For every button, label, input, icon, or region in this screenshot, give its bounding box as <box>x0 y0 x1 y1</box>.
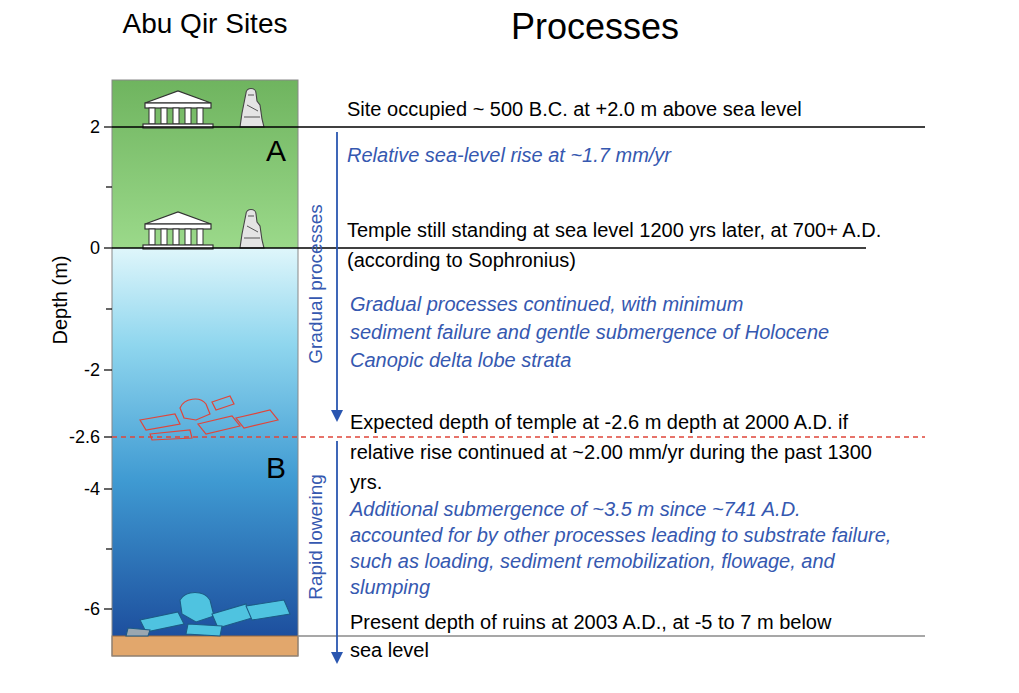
level-line <box>112 126 925 127</box>
zone-letter: A <box>266 134 286 168</box>
seabed <box>112 636 298 656</box>
tick-label: 0 <box>50 237 100 259</box>
process-note: Additional submergence of ~3.5 m since ~… <box>350 496 898 600</box>
title: Processes <box>400 6 790 48</box>
temple-icon <box>143 91 213 128</box>
tick-label: -6 <box>50 598 100 620</box>
expected-depth-line <box>112 436 925 437</box>
sunken-ruins <box>126 593 290 637</box>
present-depth-line <box>298 635 925 637</box>
column-title: Abu Qir Sites <box>120 10 290 38</box>
statue-icon <box>240 89 264 128</box>
arrow-label: Rapid lowering <box>305 474 327 600</box>
tick-label: -4 <box>50 478 100 500</box>
temple-icon <box>143 212 213 249</box>
expected-ruins <box>140 396 278 440</box>
statue-icon <box>240 210 264 249</box>
process-note: Expected depth of temple at -2.6 m depth… <box>350 407 890 497</box>
zone-letter: B <box>266 451 286 485</box>
process-note: Temple still standing at sea level 1200 … <box>347 215 882 275</box>
tick-label: 2 <box>50 116 100 138</box>
process-note: Gradual processes continued, with minimu… <box>350 290 830 374</box>
water-region <box>112 248 298 636</box>
depth-ticks <box>104 127 112 609</box>
process-note: Relative sea-level rise at ~1.7 mm/yr <box>347 142 907 168</box>
tick-label: -2 <box>50 359 100 381</box>
land-region <box>112 80 298 248</box>
arrow-label: Gradual processes <box>305 204 327 363</box>
process-arrows <box>331 132 343 664</box>
process-note: Present depth of ruins at 2003 A.D., at … <box>350 608 860 664</box>
process-note: Site occupied ~ 500 B.C. at +2.0 m above… <box>347 96 927 122</box>
sea-level-line <box>112 247 866 248</box>
axis-label: Depth (m) <box>48 256 72 345</box>
tick-label: -2.6 <box>50 426 100 448</box>
